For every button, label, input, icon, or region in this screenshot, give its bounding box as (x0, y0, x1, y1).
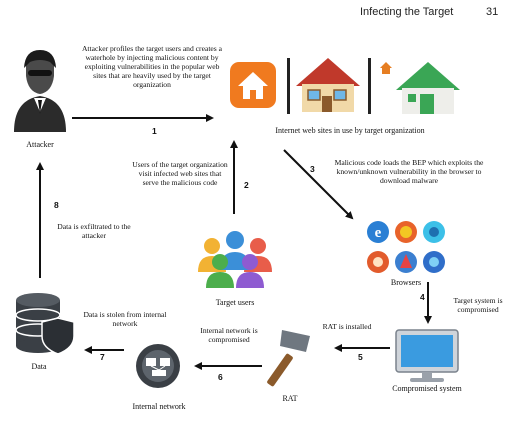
attacker-icon (14, 50, 66, 132)
svg-text:e: e (375, 225, 382, 241)
website-orange-house-icon (230, 62, 276, 108)
internal-network-icon (136, 344, 180, 388)
step-3-text: Malicious code loads the BEP which explo… (334, 158, 484, 185)
browsers-label: Browsers (390, 278, 422, 287)
data-label: Data (31, 362, 47, 371)
rat-hammer-icon (267, 330, 310, 387)
arrow-step-3 (283, 149, 354, 220)
attacker-label: Attacker (26, 140, 54, 149)
browsers-icon: e (367, 221, 445, 273)
step-6-number: 6 (218, 372, 223, 382)
divider-2 (368, 58, 371, 114)
target-users-label: Target users (215, 298, 255, 307)
websites-label: Internet web sites in use by target orga… (275, 126, 425, 135)
internal-network-label: Internal network (132, 402, 186, 411)
step-4-number: 4 (420, 292, 425, 302)
divider-1 (287, 58, 290, 114)
rat-label: RAT (282, 394, 298, 403)
step-2-number: 2 (244, 180, 249, 190)
step-6-text: Internal network is compromised (200, 326, 258, 344)
compromised-system-icon (395, 329, 459, 382)
step-1-text: Attacker profiles the target users and c… (81, 44, 223, 89)
page-number: 31 (486, 6, 499, 18)
step-7-text: Data is stolen from internal network (83, 310, 167, 328)
compromised-system-label: Compromised system (392, 384, 462, 393)
website-red-house-icon (296, 58, 360, 112)
step-7-number: 7 (100, 352, 105, 362)
step-8-text: Data is exfiltrated to the attacker (57, 222, 131, 240)
shield-icon (41, 317, 75, 355)
website-green-house-icon (396, 62, 460, 114)
target-users-icon (198, 231, 272, 288)
page-header-title: Infecting the Target (360, 6, 454, 18)
step-3-number: 3 (310, 164, 315, 174)
step-4-text: Target system is compromised (453, 296, 503, 314)
step-5-text: RAT is installed (322, 322, 372, 331)
step-2-text: Users of the target organization visit i… (132, 160, 228, 187)
step-5-number: 5 (358, 352, 363, 362)
step-1-number: 1 (152, 126, 157, 136)
small-house-icon (380, 62, 392, 74)
step-8-number: 8 (54, 200, 59, 210)
